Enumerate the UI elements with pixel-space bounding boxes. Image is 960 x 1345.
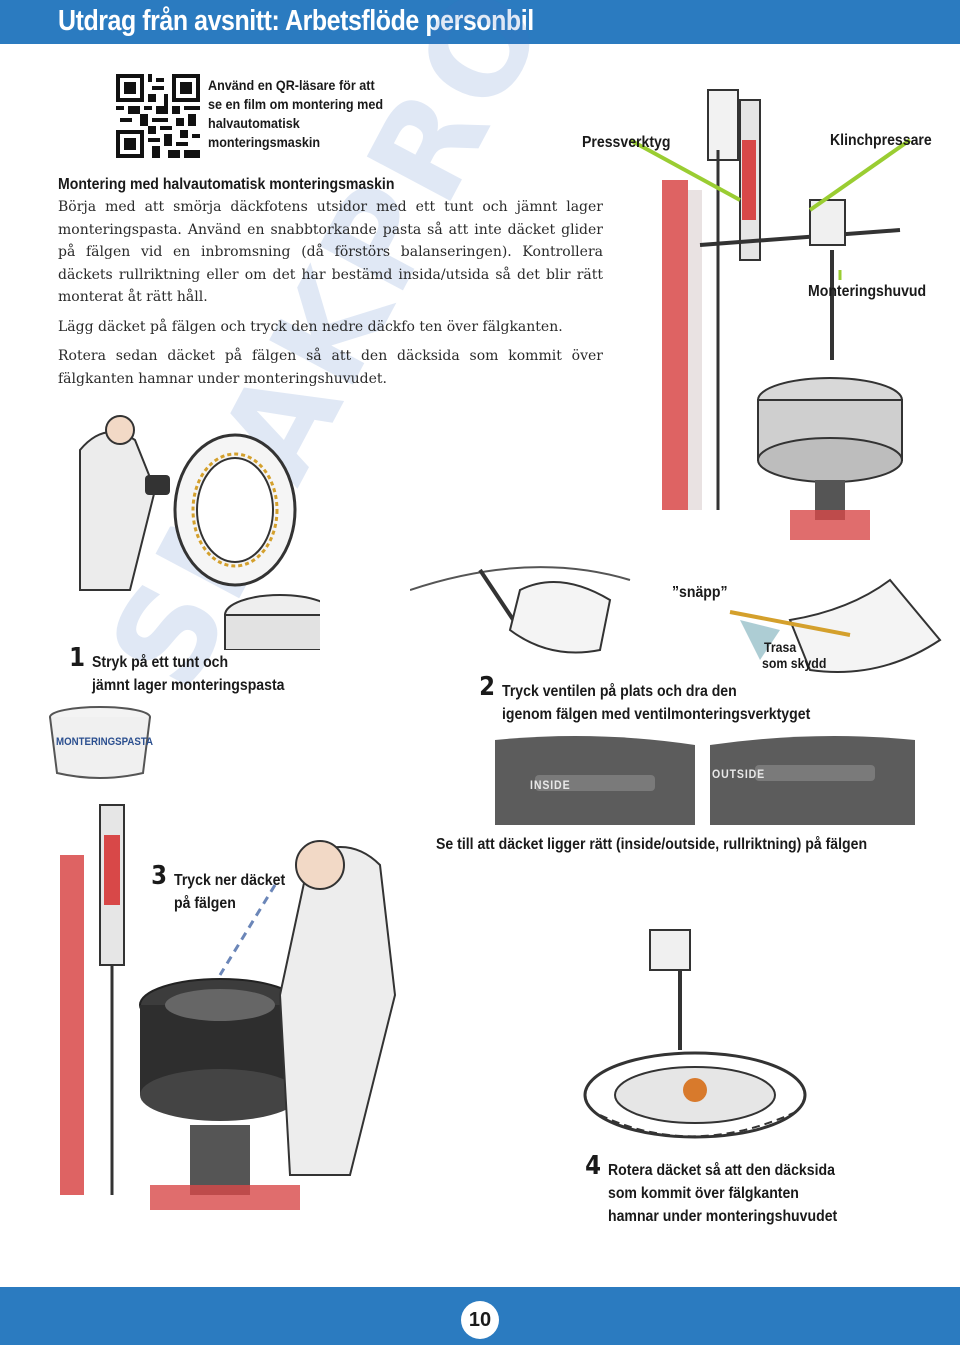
step2-illustration [410, 566, 942, 673]
page-number: 10 [461, 1301, 499, 1339]
step-4-line-1: Rotera däcket så att den däcksida [608, 1162, 835, 1179]
header-bar: Utdrag från avsnitt: Arbetsflöde personb… [0, 0, 960, 44]
tire-sidewall-illustration [495, 736, 915, 825]
step-4-number: 4 [585, 1151, 602, 1181]
page-title: Utdrag från avsnitt: Arbetsflöde personb… [58, 5, 534, 37]
qr-code[interactable] [116, 74, 200, 158]
check-note: Se till att däcket ligger rätt (inside/o… [436, 836, 868, 853]
step-2: 2 Tryck ventilen på plats och dra den ig… [479, 674, 811, 726]
step-4-line-3: hamnar under monteringshuvudet [608, 1208, 838, 1225]
bucket-label: MONTERINGSPASTA [56, 736, 153, 748]
step4-illustration [583, 929, 807, 1139]
label-klinchpressare: Klinchpressare [830, 132, 932, 149]
step-3-line-2: på fälgen [174, 895, 236, 912]
label-pressverktyg: Pressverktyg [582, 134, 671, 151]
label-trasa: Trasa [764, 639, 797, 655]
step-1: 1 Stryk på ett tunt och jämnt lager mont… [69, 645, 285, 697]
paragraph-3: Rotera sedan däcket på fälgen så att den… [58, 348, 603, 387]
step-4: 4 Rotera däcket så att den däcksida som … [585, 1153, 838, 1228]
paragraph-2: Lägg däcket på fälgen och tryck den nedr… [58, 318, 563, 335]
qr-instruction: Använd en QR-läsare för att se en film o… [208, 77, 384, 150]
step-3-line-1: Tryck ner däcket [174, 872, 286, 889]
label-som-skydd: som skydd [762, 655, 827, 671]
paste-bucket-illustration [49, 706, 151, 779]
section-title: Montering med halvautomatisk monteringsm… [58, 176, 395, 193]
tire-outside-text: OUTSIDE [712, 767, 766, 781]
label-monteringshuvud: Monteringshuvud [808, 283, 927, 300]
step-2-line-2: igenom fälgen med ventilmonteringsverkty… [502, 706, 811, 723]
body-text: Börja med att smörja däckfotens utsidor … [58, 196, 603, 397]
step-1-number: 1 [69, 643, 86, 673]
step-4-line-2: som kommit över fälgkanten [608, 1185, 799, 1202]
step-2-line-1: Tryck ventilen på plats och dra den [502, 683, 737, 700]
tire-machine-illustration [629, 89, 912, 540]
step-3-number: 3 [151, 861, 168, 891]
step-1-line-1: Stryk på ett tunt och [92, 654, 229, 671]
step1-illustration [79, 415, 320, 650]
label-snapp: ”snäpp” [672, 584, 728, 601]
step-2-number: 2 [479, 672, 496, 702]
step-1-line-2: jämnt lager monteringspasta [92, 677, 285, 694]
paragraph-1: Börja med att smörja däckfotens utsidor … [58, 199, 603, 305]
step-3: 3 Tryck ner däcket på fälgen [151, 863, 286, 915]
step3-illustration [60, 804, 397, 1210]
tire-inside-text: INSIDE [530, 778, 571, 792]
